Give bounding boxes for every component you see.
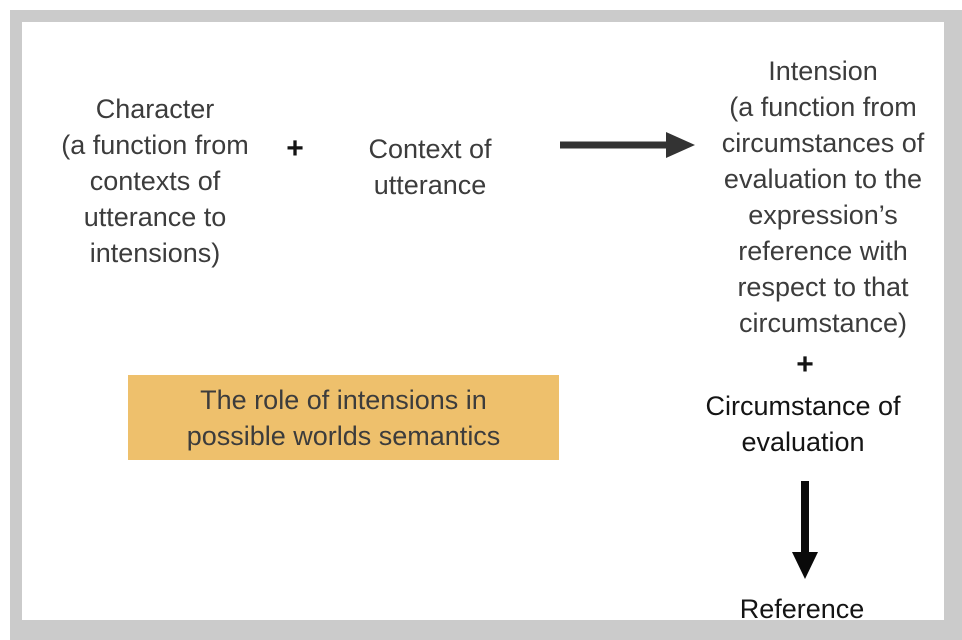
context-of-utterance-block: Context of utterance — [368, 134, 492, 200]
reference-label: Reference — [739, 594, 865, 624]
character-block: Character (a function from contexts of u… — [61, 94, 249, 268]
plus-sign-left: + — [286, 132, 304, 165]
right-arrow-icon — [560, 131, 695, 164]
intension-block: Intension (a function from circumstances… — [721, 56, 925, 338]
plus-sign-right: + — [796, 348, 814, 381]
caption-box: The role of intensions in possible world… — [128, 375, 559, 460]
circumstance-of-evaluation-block: Circumstance of evaluation — [705, 391, 901, 457]
down-arrow-icon — [791, 481, 819, 584]
diagram-frame: Character (a function from contexts of u… — [10, 10, 962, 640]
